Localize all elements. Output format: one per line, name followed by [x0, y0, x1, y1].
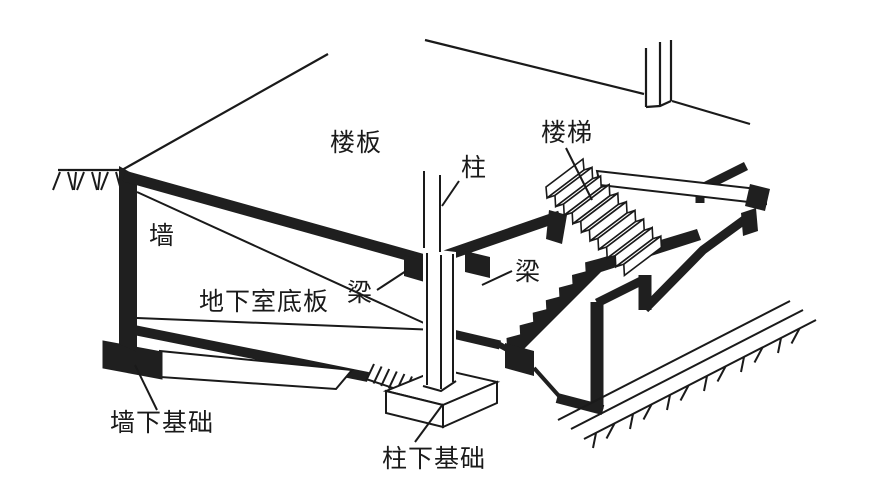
label-column-footing: 柱下基础 [382, 445, 486, 473]
label-stairs: 楼梯 [541, 119, 593, 147]
wall-footing [102, 340, 354, 391]
upper-column [644, 40, 673, 109]
wall [119, 166, 137, 352]
label-basement-slab: 地下室底板 [199, 288, 329, 316]
label-column: 柱 [461, 154, 487, 182]
floor-slab [121, 38, 751, 171]
stair-cut-section [506, 229, 701, 358]
ground-hatch-top-left [52, 168, 122, 191]
label-floor-slab: 楼板 [330, 129, 382, 157]
label-beam-left: 梁 [347, 279, 373, 307]
stairs-flight [545, 157, 663, 277]
label-wall: 墙 [149, 222, 175, 250]
label-beam-right: 梁 [515, 258, 541, 286]
basement-interior-lines [136, 191, 439, 331]
label-wall-footing: 墙下基础 [110, 409, 214, 437]
floor-slab-cut-edge [122, 170, 567, 268]
beam-left-shape [404, 255, 428, 283]
leader-lines [134, 147, 593, 443]
beam-right-shape [465, 251, 490, 278]
stepped-cut-section [505, 161, 758, 415]
ground-hatch-bottom-right [557, 300, 817, 449]
middle-column [422, 170, 457, 393]
